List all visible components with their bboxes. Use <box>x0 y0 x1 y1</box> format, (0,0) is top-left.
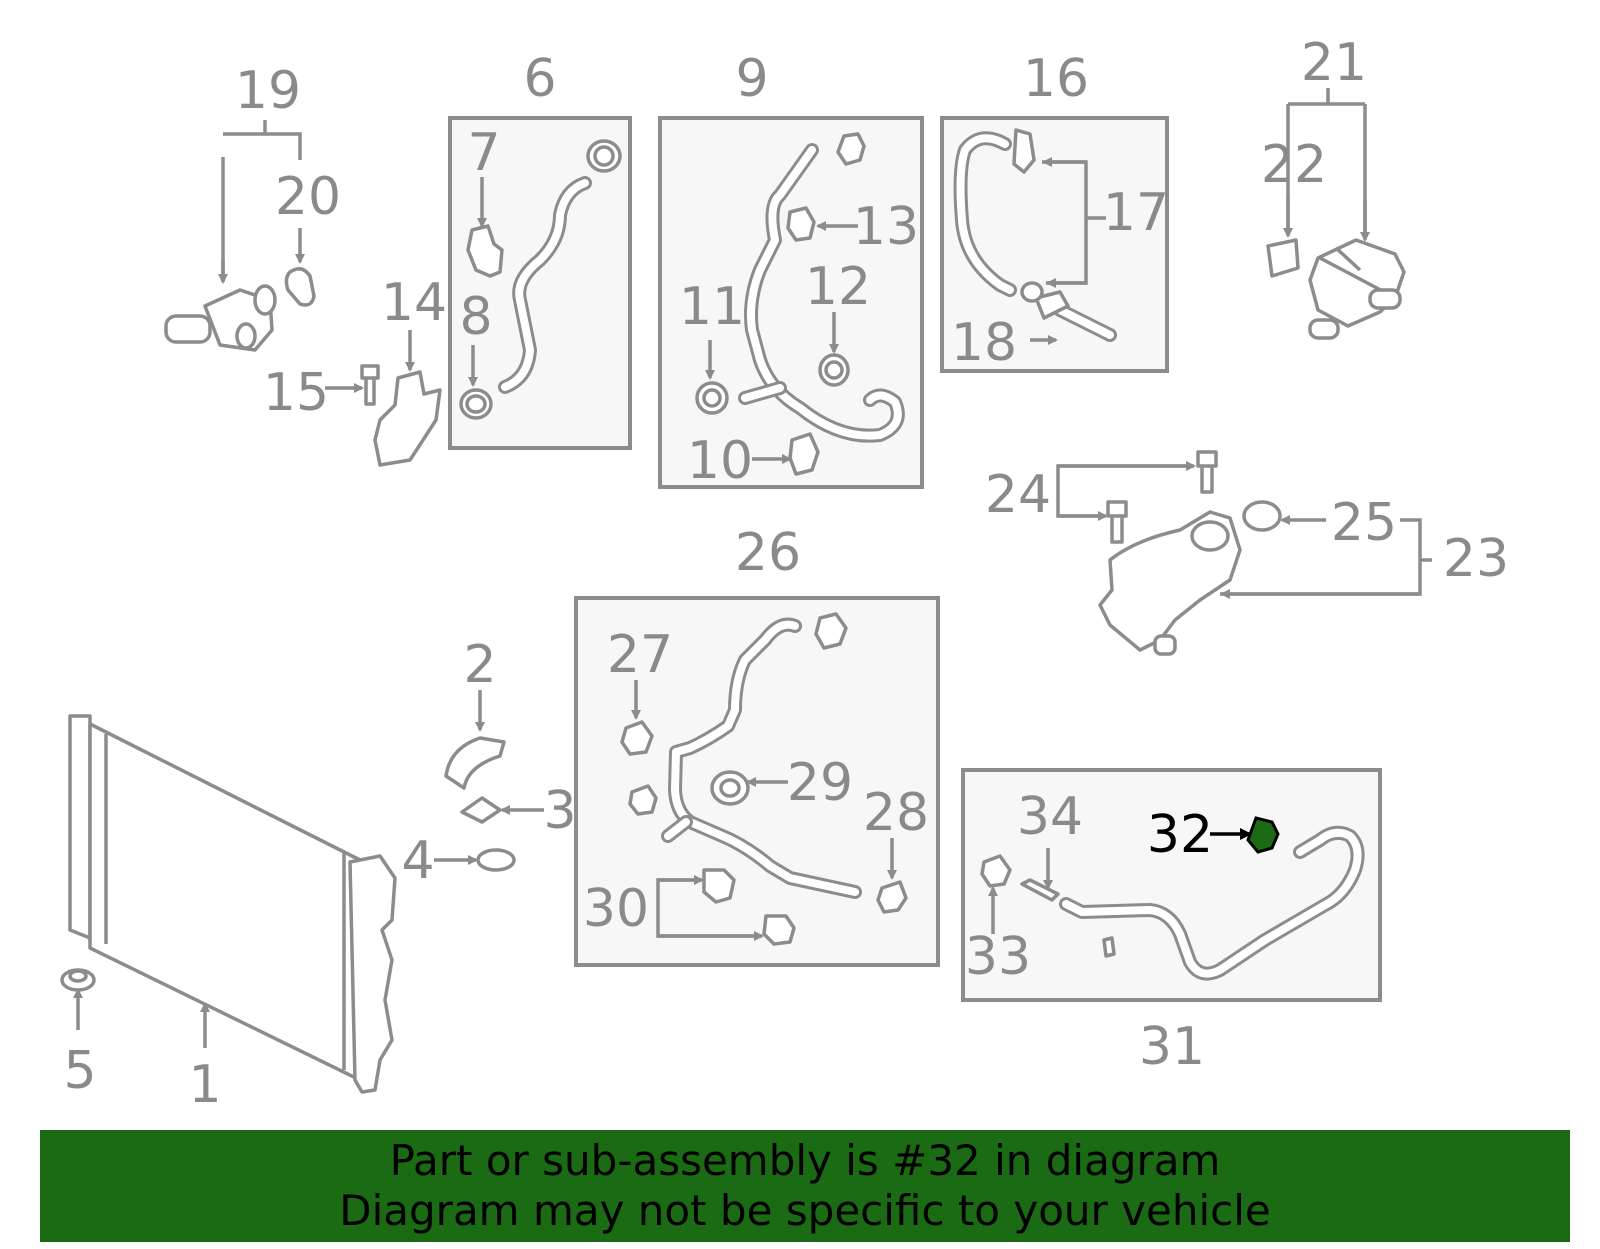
callout-30: 30 <box>583 879 649 939</box>
callout-25: 25 <box>1331 493 1397 553</box>
clamp-part-7 <box>466 177 504 278</box>
callout-23: 23 <box>1443 529 1509 589</box>
callout-29: 29 <box>787 753 853 813</box>
gasket-part-20 <box>284 228 316 307</box>
hose-part-26 <box>628 612 862 899</box>
callout-24: 24 <box>985 465 1051 525</box>
clip-part-10 <box>752 432 820 476</box>
callout-17: 17 <box>1103 183 1169 243</box>
callout-27: 27 <box>607 625 673 685</box>
seal-part-2 <box>444 690 506 790</box>
clamp-part-11 <box>695 340 729 415</box>
bolt-part-24 <box>1056 450 1218 544</box>
highlighted-part-32 <box>1210 816 1280 854</box>
callout-9: 9 <box>735 49 768 109</box>
callout-4: 4 <box>401 831 434 891</box>
radiator-part-1 <box>68 714 397 1094</box>
callout-26: 26 <box>735 523 801 583</box>
callout-3: 3 <box>543 781 576 841</box>
clamp-part-17 <box>1012 128 1106 303</box>
callout-21: 21 <box>1301 33 1367 93</box>
callout-2: 2 <box>463 635 496 695</box>
callout-18: 18 <box>951 313 1017 373</box>
gasket-part-22 <box>1266 198 1300 278</box>
clip-part-27 <box>620 680 654 756</box>
callout-16: 16 <box>1023 49 1089 109</box>
callout-31: 31 <box>1139 1017 1205 1077</box>
tube-part-31 <box>1059 825 1365 981</box>
bushing-part-5 <box>60 968 96 1030</box>
reservoir-part-23 <box>1098 510 1432 656</box>
bracket-part-14 <box>373 330 442 467</box>
callout-15: 15 <box>263 363 329 423</box>
callout-22: 22 <box>1261 135 1327 195</box>
callout-34: 34 <box>1017 787 1083 847</box>
callout-12: 12 <box>805 257 871 317</box>
grommet-part-28 <box>876 838 908 914</box>
bolt-part-15 <box>325 364 380 406</box>
group-box-16 <box>940 116 1169 373</box>
pin-part-34 <box>1020 848 1060 902</box>
hose-part-9 <box>738 132 905 443</box>
callout-28: 28 <box>863 783 929 843</box>
clamp-part-12 <box>818 312 850 387</box>
callout-11: 11 <box>679 277 745 337</box>
gasket-part-3 <box>460 796 544 824</box>
callout-8: 8 <box>459 287 492 347</box>
callout-20: 20 <box>275 167 341 227</box>
valve-part-21 <box>1286 88 1406 340</box>
hose-part-16 <box>953 131 1117 342</box>
banner-line-1: Part or sub-assembly is #32 in diagram <box>389 1136 1221 1185</box>
thermostat-housing-part <box>164 120 302 352</box>
callout-1: 1 <box>188 1055 221 1115</box>
cap-part-25 <box>1242 500 1326 532</box>
clip-part-30 <box>656 868 796 946</box>
callout-14: 14 <box>381 273 447 333</box>
hose-part-6 <box>498 176 592 394</box>
clamp-part-8 <box>459 345 493 420</box>
callout-5: 5 <box>63 1041 96 1101</box>
callout-7: 7 <box>467 123 500 183</box>
callout-6: 6 <box>523 49 556 109</box>
banner-line-2: Diagram may not be specific to your vehi… <box>339 1186 1271 1235</box>
ring-part-4 <box>434 848 516 872</box>
clamp-part-6-top <box>586 139 622 173</box>
part-info-banner: Part or sub-assembly is #32 in diagram D… <box>40 1130 1570 1242</box>
clamp-part-29 <box>710 770 788 806</box>
callout-13: 13 <box>853 197 919 257</box>
callout-33: 33 <box>965 927 1031 987</box>
clip-part-33 <box>980 854 1012 934</box>
callout-32: 32 <box>1147 805 1213 865</box>
clip-part-13 <box>786 206 858 242</box>
callout-19: 19 <box>235 61 301 121</box>
callout-10: 10 <box>687 431 753 491</box>
